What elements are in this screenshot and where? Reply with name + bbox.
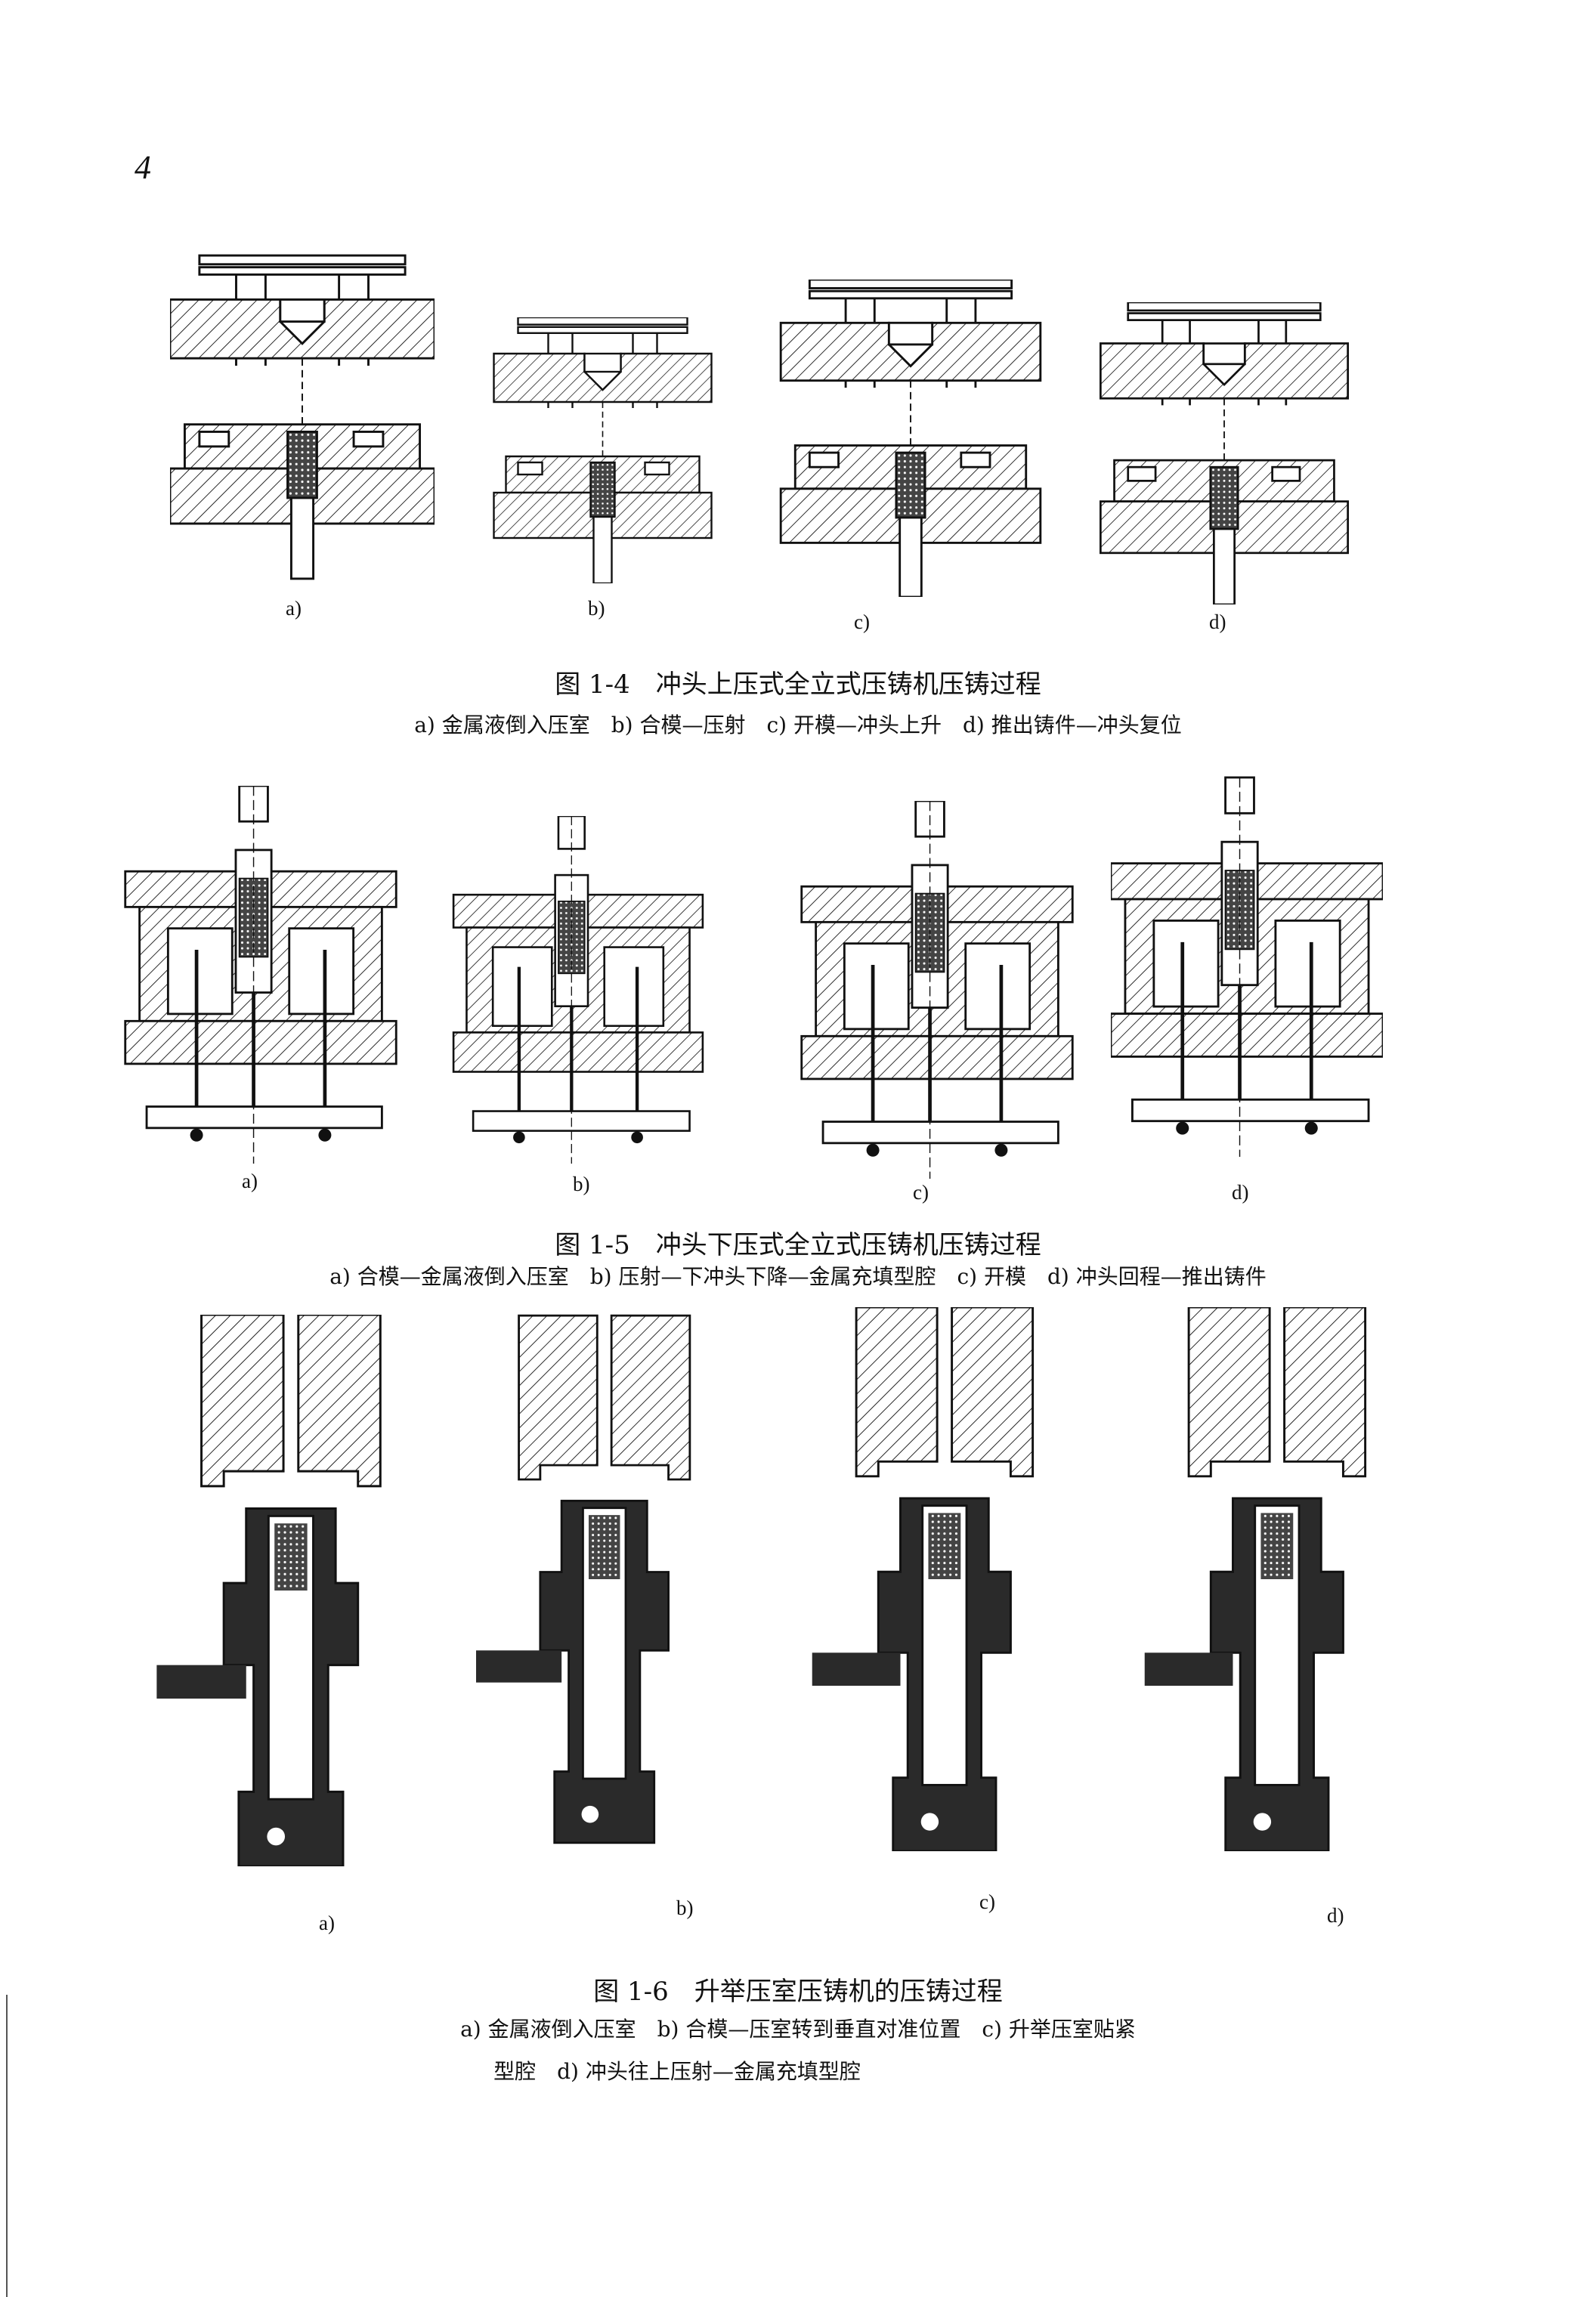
fig-1-6-panel-a <box>155 1315 382 1866</box>
fig-1-6-label-a: a) <box>319 1912 335 1934</box>
figure-1-5-panels <box>125 778 1383 1179</box>
figure-1-6-panels <box>155 1307 1367 1866</box>
page-number: 4 <box>135 149 151 186</box>
fig-1-6-subcaption-line1: a) 金属液倒入压室 b) 合模—压室转到垂直对准位置 c) 升举压室贴紧 <box>460 2017 1136 2042</box>
figure-1-4-panels <box>170 254 1350 604</box>
fig-1-5-panel-a <box>125 786 396 1164</box>
fig-1-4-panel-a <box>170 254 435 580</box>
fig-1-6-label-b: b) <box>676 1897 694 1919</box>
fig-1-4-label-a: a) <box>286 597 302 620</box>
fig-1-5-label-c: c) <box>913 1181 929 1204</box>
fig-1-5-label-d: d) <box>1232 1181 1249 1204</box>
fig-1-6-panel-d <box>1143 1307 1367 1851</box>
scan-edge-line <box>6 1995 8 2297</box>
fig-1-4-label-c: c) <box>854 611 870 633</box>
fig-1-4-panel-b <box>493 317 713 583</box>
fig-1-6-panel-b <box>476 1314 691 1844</box>
fig-1-5-label-a: a) <box>242 1170 258 1192</box>
fig-1-5-panel-b <box>453 816 703 1164</box>
fig-1-4-label-b: b) <box>588 597 605 620</box>
fig-1-6-panel-c <box>811 1307 1035 1851</box>
fig-1-5-panel-c <box>802 801 1072 1179</box>
fig-1-4-label-d: d) <box>1209 611 1226 633</box>
fig-1-5-subcaption: a) 合模—金属液倒入压室 b) 压射—下冲头下降—金属充填型腔 c) 开模 d… <box>329 1264 1267 1289</box>
fig-1-5-caption: 图 1-5 冲头下压式全立式压铸机压铸过程 <box>555 1230 1041 1260</box>
fig-1-4-panel-d <box>1099 302 1350 604</box>
fig-1-6-subcaption-line2: 型腔 d) 冲头往上压射—金属充填型腔 <box>493 2059 861 2084</box>
fig-1-4-caption: 图 1-4 冲头上压式全立式压铸机压铸过程 <box>555 669 1041 700</box>
fig-1-4-subcaption: a) 金属液倒入压室 b) 合模—压射 c) 开模—冲头上升 d) 推出铸件—冲… <box>414 713 1182 737</box>
fig-1-6-caption: 图 1-6 升举压室压铸机的压铸过程 <box>593 1977 1003 2007</box>
fig-1-4-panel-c <box>779 280 1042 597</box>
fig-1-6-label-c: c) <box>979 1890 995 1913</box>
fig-1-5-label-b: b) <box>573 1173 590 1195</box>
fig-1-6-label-d: d) <box>1327 1904 1344 1927</box>
fig-1-5-panel-d <box>1111 778 1383 1157</box>
